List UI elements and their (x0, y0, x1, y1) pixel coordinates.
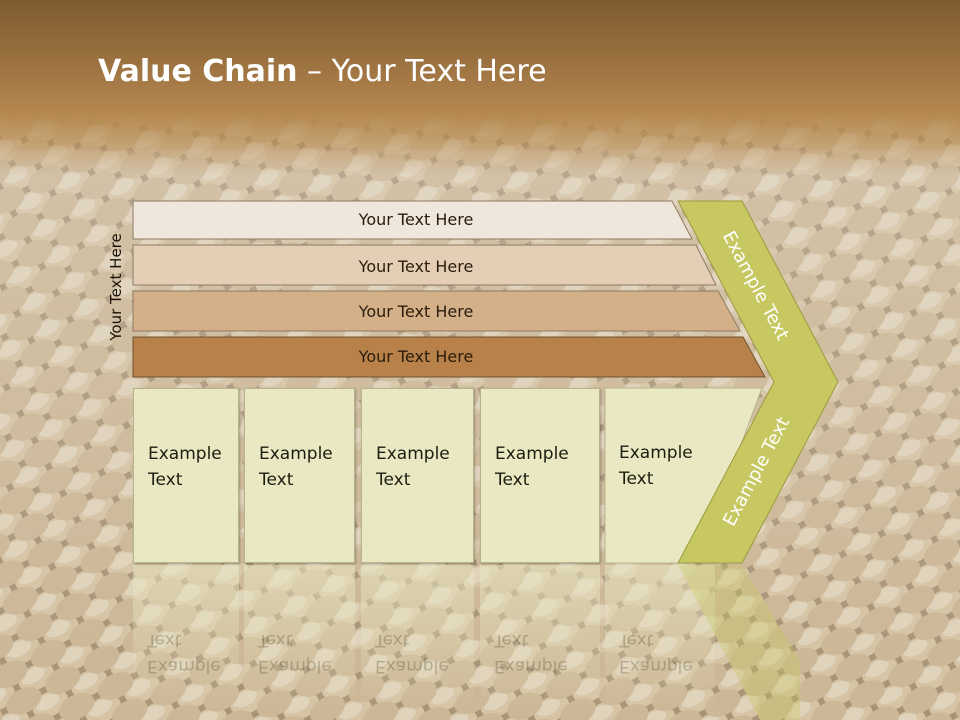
bar-4[interactable]: Your Text Here (132, 336, 766, 378)
bar-1-label: Your Text Here (358, 210, 474, 229)
bar-2-label: Your Text Here (358, 257, 474, 276)
chevron-reflection (678, 565, 800, 720)
slide-title: Value Chain – Your Text Here (98, 54, 547, 89)
bar-3-label: Your Text Here (358, 302, 474, 321)
bar-4-label: Your Text Here (358, 347, 474, 366)
bar-1[interactable]: Your Text Here (132, 200, 693, 240)
bar-2[interactable]: Your Text Here (132, 244, 717, 286)
title-bold: Value Chain (98, 54, 298, 89)
bar-3[interactable]: Your Text Here (132, 290, 741, 332)
header-band (0, 0, 960, 175)
title-rest: – Your Text Here (297, 54, 547, 89)
